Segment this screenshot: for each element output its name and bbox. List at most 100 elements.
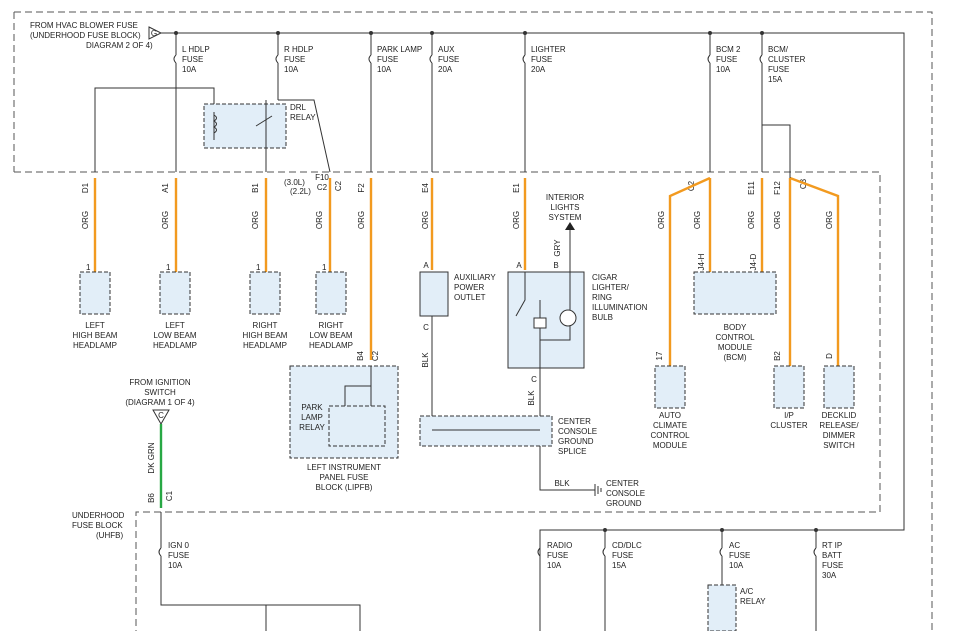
svg-text:DIMMER: DIMMER <box>823 431 856 440</box>
svg-text:C: C <box>158 411 164 420</box>
svg-text:FUSE: FUSE <box>729 551 750 560</box>
svg-text:15A: 15A <box>612 561 627 570</box>
svg-text:B1: B1 <box>251 183 260 193</box>
left-high-beam-headlamp <box>79 271 111 315</box>
ign0-wire <box>160 512 361 631</box>
svg-text:RING: RING <box>592 293 612 302</box>
svg-text:30A: 30A <box>822 571 837 580</box>
svg-text:E11: E11 <box>747 181 756 195</box>
svg-text:15A: 15A <box>768 75 783 84</box>
svg-text:CD/DLC: CD/DLC <box>612 541 642 550</box>
park-lamp-relay <box>328 405 386 447</box>
hvac-source-label: FROM HVAC BLOWER FUSE(UNDERHOOD FUSE BLO… <box>30 21 153 50</box>
outer-frame <box>14 11 933 631</box>
svg-text:B: B <box>553 261 558 270</box>
svg-text:SYSTEM: SYSTEM <box>549 213 582 222</box>
drl-wires <box>175 100 267 172</box>
svg-text:RELEASE/: RELEASE/ <box>819 421 859 430</box>
svg-text:L HDLP: L HDLP <box>182 45 210 54</box>
cigar-internal <box>515 272 571 368</box>
svg-text:RELAY: RELAY <box>290 113 316 122</box>
svg-text:FUSE: FUSE <box>716 55 737 64</box>
svg-text:D: D <box>825 353 834 359</box>
svg-text:20A: 20A <box>531 65 546 74</box>
svg-text:HEADLAMP: HEADLAMP <box>309 341 353 350</box>
bottom-fuse-wires <box>537 530 817 631</box>
drl-coil <box>213 114 217 134</box>
right-low-beam-headlamp <box>315 271 347 315</box>
svg-text:BLK: BLK <box>554 479 570 488</box>
drl-feed-wire <box>94 87 215 172</box>
svg-text:BLOCK (LIPFB): BLOCK (LIPFB) <box>316 483 373 492</box>
svg-text:DECKLID: DECKLID <box>822 411 857 420</box>
svg-text:ORG: ORG <box>81 211 90 229</box>
fuse-symbols <box>173 54 763 64</box>
svg-text:ORG: ORG <box>421 211 430 229</box>
svg-text:FUSE: FUSE <box>531 55 552 64</box>
auto-climate-control-module <box>654 365 686 409</box>
svg-text:ORG: ORG <box>693 211 702 229</box>
svg-text:C: C <box>531 375 537 384</box>
svg-text:FUSE: FUSE <box>284 55 305 64</box>
svg-text:PANEL FUSE: PANEL FUSE <box>320 473 369 482</box>
drl-switch <box>255 115 273 127</box>
svg-text:(UNDERHOOD FUSE BLOCK): (UNDERHOOD FUSE BLOCK) <box>30 31 141 40</box>
svg-text:GROUND: GROUND <box>558 437 594 446</box>
svg-text:LEFT: LEFT <box>165 321 185 330</box>
svg-text:RIGHT: RIGHT <box>253 321 278 330</box>
svg-text:RADIO: RADIO <box>547 541 572 550</box>
svg-text:10A: 10A <box>168 561 183 570</box>
svg-text:FUSE: FUSE <box>768 65 789 74</box>
svg-text:D1: D1 <box>81 182 90 193</box>
svg-text:UNDERHOOD: UNDERHOOD <box>72 511 125 520</box>
svg-text:J4-D: J4-D <box>749 253 758 270</box>
svg-text:HEADLAMP: HEADLAMP <box>73 341 117 350</box>
svg-text:SWITCH: SWITCH <box>823 441 855 450</box>
svg-text:CENTER: CENTER <box>606 479 639 488</box>
svg-text:ORG: ORG <box>315 211 324 229</box>
svg-text:FUSE: FUSE <box>182 55 203 64</box>
svg-text:B2: B2 <box>773 351 782 361</box>
hvac-connector: G <box>148 26 163 40</box>
svg-text:LIGHTS: LIGHTS <box>551 203 580 212</box>
svg-text:ORG: ORG <box>747 211 756 229</box>
ground-symbol <box>594 484 602 496</box>
svg-text:MODULE: MODULE <box>653 441 687 450</box>
park-relay-wire <box>344 366 372 406</box>
svg-text:C: C <box>423 323 429 332</box>
svg-text:ORG: ORG <box>657 211 666 229</box>
svg-text:F2: F2 <box>357 183 366 193</box>
right-high-beam-headlamp <box>249 271 281 315</box>
svg-text:MODULE: MODULE <box>718 343 752 352</box>
svg-text:RT IP: RT IP <box>822 541 842 550</box>
svg-text:10A: 10A <box>729 561 744 570</box>
svg-text:HIGH BEAM: HIGH BEAM <box>243 331 288 340</box>
svg-text:FROM HVAC BLOWER FUSE: FROM HVAC BLOWER FUSE <box>30 21 138 30</box>
svg-text:CONSOLE: CONSOLE <box>606 489 645 498</box>
svg-text:ORG: ORG <box>251 211 260 229</box>
svg-text:FUSE: FUSE <box>438 55 459 64</box>
svg-text:BULB: BULB <box>592 313 613 322</box>
body-control-module <box>693 271 777 315</box>
svg-text:CENTER: CENTER <box>558 417 591 426</box>
ac-relay <box>707 584 737 631</box>
svg-text:BCM 2: BCM 2 <box>716 45 741 54</box>
svg-text:E4: E4 <box>421 183 430 193</box>
